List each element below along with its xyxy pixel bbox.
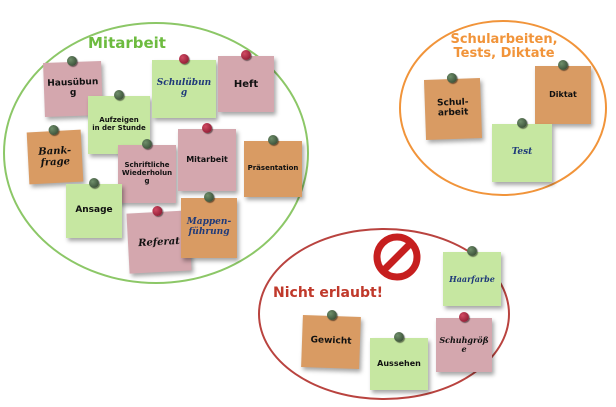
pushpin-icon	[152, 205, 163, 217]
pushpin-icon	[142, 139, 152, 149]
pushpin-icon	[179, 54, 189, 64]
mitarbeit-group	[3, 22, 309, 284]
note-label: Schulübung	[156, 78, 212, 98]
pushpin-icon	[394, 332, 404, 342]
note-test: Test	[492, 118, 552, 182]
note-schularbeit: Schul- arbeit	[423, 72, 483, 140]
note-aufzeigen: Aufzeigen in der Stunde	[88, 90, 150, 154]
note-label: Referat	[137, 235, 181, 249]
note-label: Gewicht	[310, 335, 352, 347]
note-label: Schuhgröße	[439, 335, 489, 354]
note-heft: Heft	[218, 50, 274, 112]
note-ansage: Ansage	[66, 178, 122, 238]
note-aussehen: Aussehen	[370, 332, 428, 390]
pushpin-icon	[268, 135, 278, 145]
note-diktat: Diktat	[535, 60, 591, 124]
pushpin-icon	[204, 192, 214, 202]
note-praesentation: Präsentation	[244, 135, 302, 197]
note-label: Ansage	[75, 205, 113, 216]
note-label: Diktat	[549, 89, 577, 99]
pushpin-icon	[467, 246, 477, 256]
pushpin-icon	[517, 118, 527, 128]
pushpin-icon	[446, 72, 458, 84]
note-label: Test	[511, 147, 533, 158]
note-label: Heft	[233, 78, 259, 90]
note-label: Mitarbeit	[186, 154, 228, 164]
pushpin-icon	[459, 312, 469, 322]
note-mappenfuehrung: Mappen- führung	[181, 192, 237, 258]
note-bankfrage: Bank- frage	[26, 124, 84, 185]
note-gewicht: Gewicht	[301, 309, 361, 369]
pushpin-icon	[48, 124, 59, 136]
note-label: Haarfarbe	[449, 273, 495, 284]
note-schuhgroesse: Schuhgröße	[436, 312, 492, 372]
pushpin-icon	[558, 60, 568, 70]
note-haarfarbe: Haarfarbe	[443, 246, 501, 306]
pushpin-icon	[326, 309, 338, 321]
pushpin-icon	[114, 90, 124, 100]
pushpin-icon	[202, 123, 212, 133]
note-label: Präsentation	[247, 164, 299, 173]
note-label: Mappen- führung	[186, 217, 232, 237]
note-label: Bank- frage	[37, 145, 72, 169]
note-label: Aufzeigen in der Stunde	[92, 116, 146, 132]
note-mitarbeit: Mitarbeit	[178, 123, 236, 191]
pushpin-icon	[89, 178, 99, 188]
note-label: Schriftliche Wiederholung	[121, 161, 173, 185]
schularbeiten-title: Schularbeiten, Tests, Diktate	[450, 32, 558, 61]
pushpin-icon	[66, 55, 78, 67]
pushpin-icon	[241, 50, 251, 60]
no-entry-sign-icon	[373, 233, 421, 281]
note-schuluebung: Schulübung	[152, 54, 216, 118]
mitarbeit-title: Mitarbeit	[88, 34, 166, 52]
note-label: Schul- arbeit	[436, 97, 469, 119]
note-schriftliche-wiederholung: Schriftliche Wiederholung	[118, 139, 176, 203]
nicht-erlaubt-title: Nicht erlaubt!	[273, 285, 384, 301]
nicht-erlaubt-group	[258, 228, 510, 400]
note-label: Aussehen	[377, 358, 421, 368]
schularbeiten-group	[399, 20, 607, 196]
